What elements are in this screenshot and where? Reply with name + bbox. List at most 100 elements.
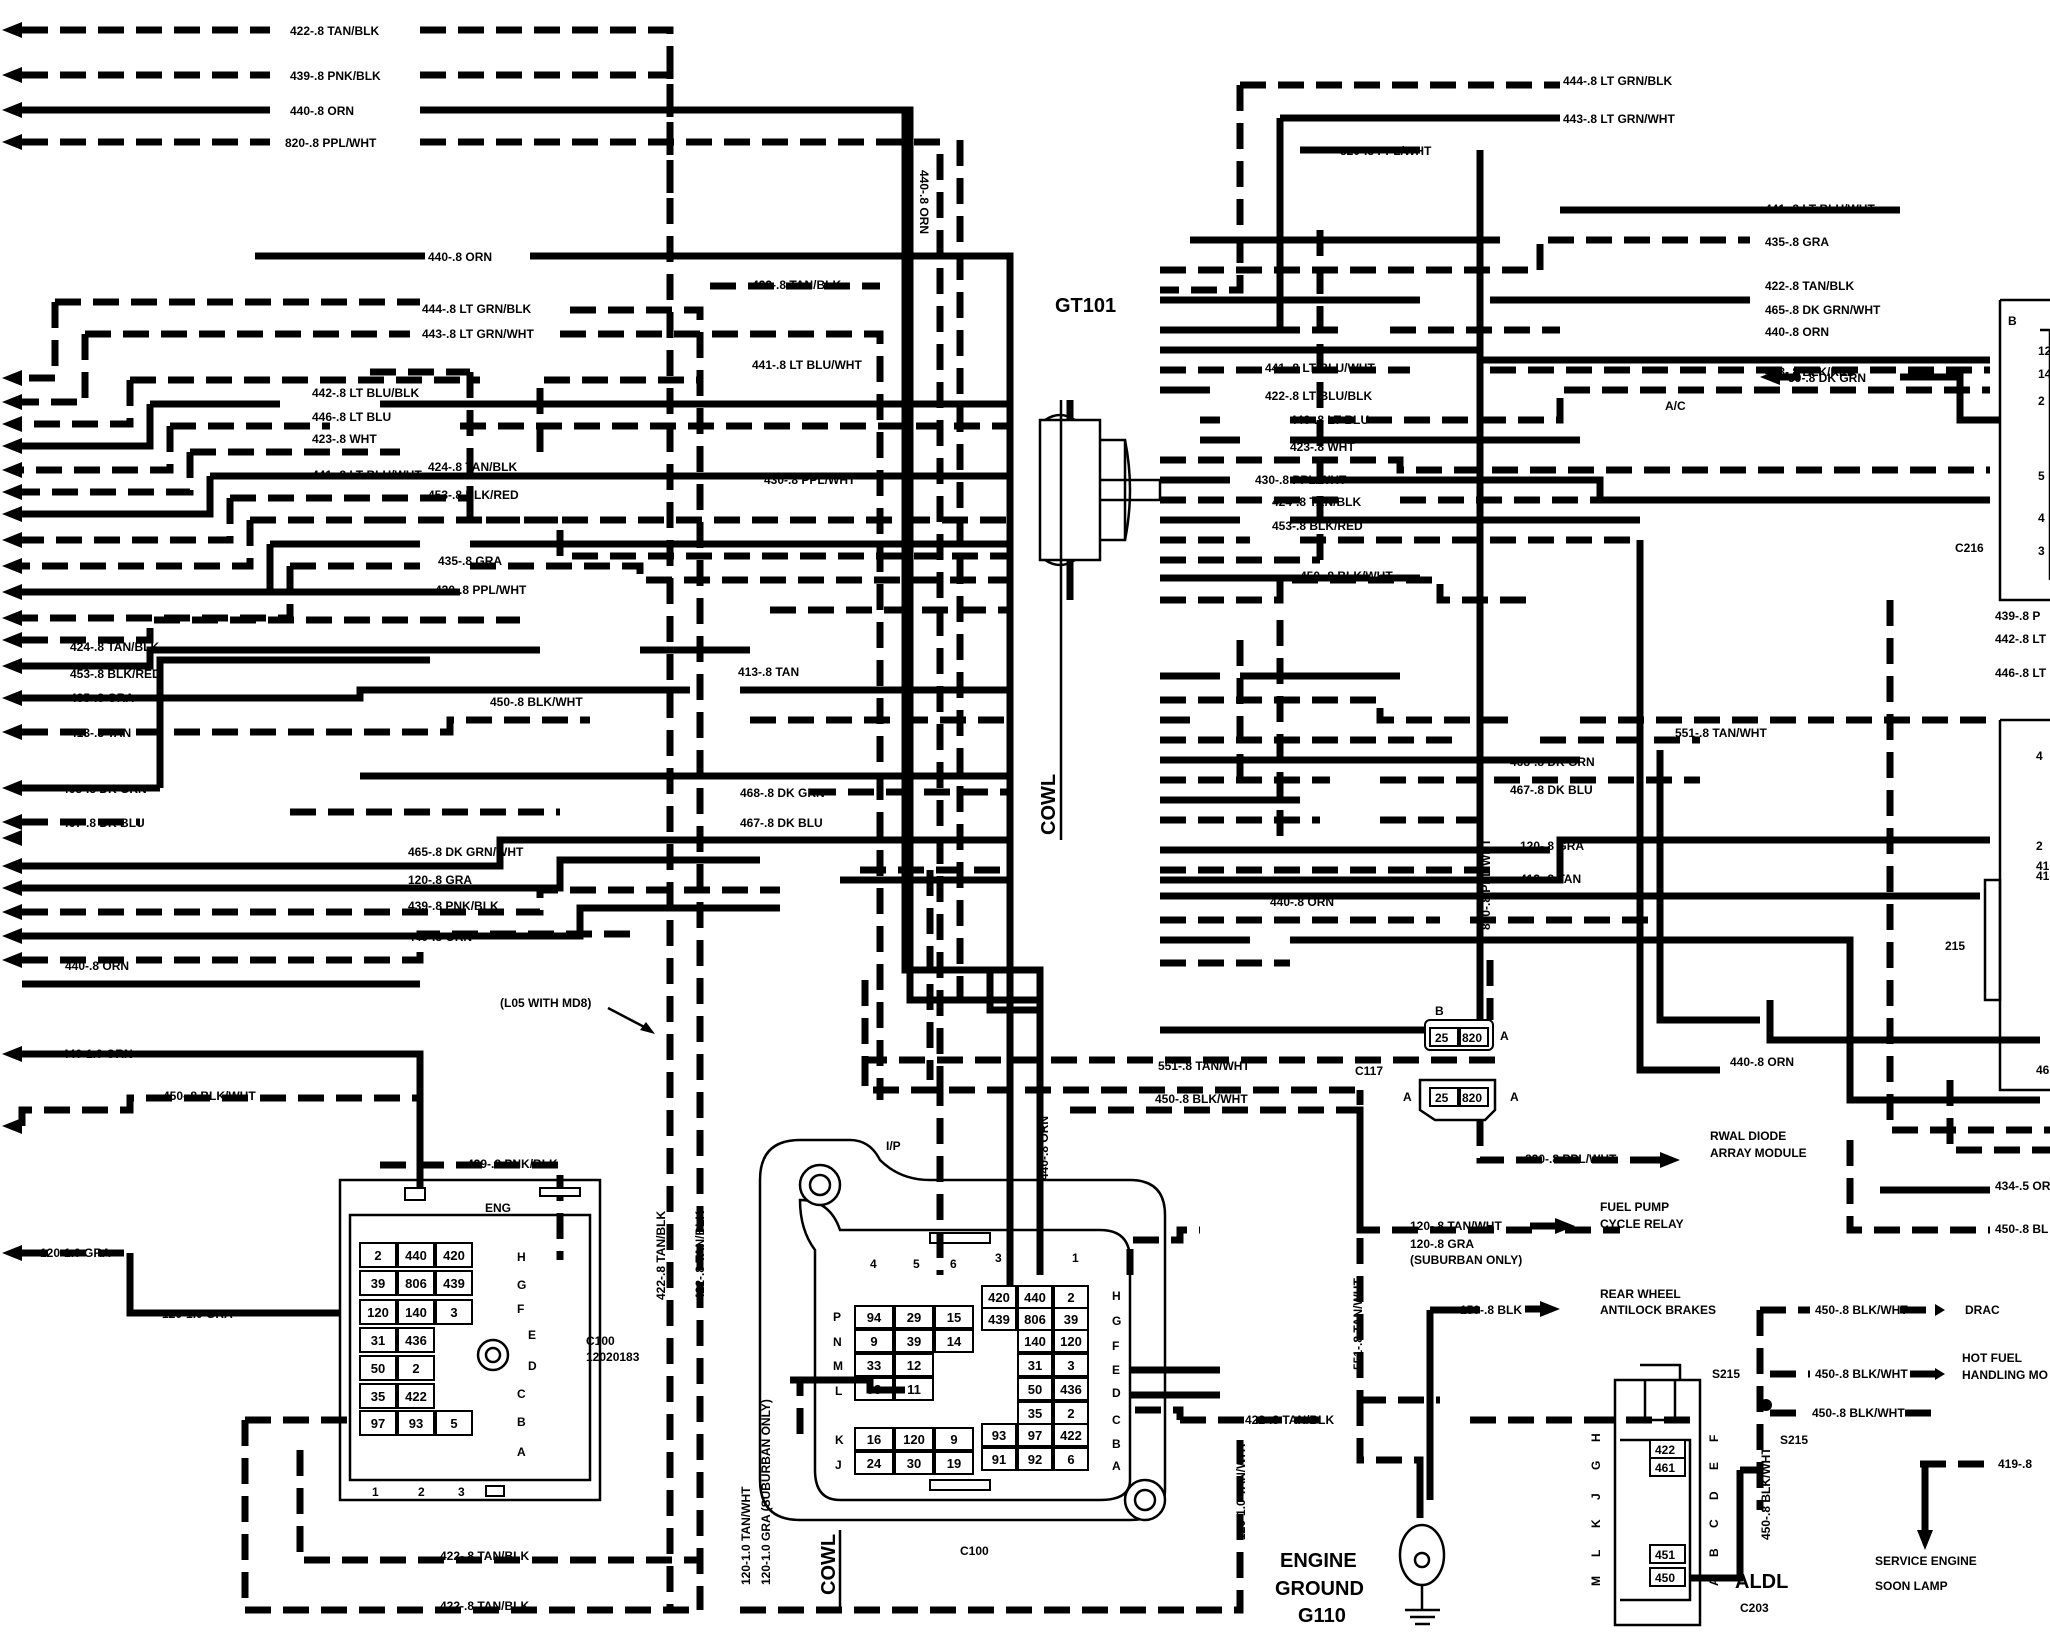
pin-number: 29 — [907, 1310, 921, 1325]
svg-text:150-.8 BLK: 150-.8 BLK — [1460, 1303, 1522, 1317]
pin-number: 35 — [1028, 1406, 1042, 1421]
pin-number: 97 — [371, 1416, 385, 1431]
svg-text:450-.8 BLK/WHT: 450-.8 BLK/WHT — [1812, 1406, 1905, 1420]
svg-text:ARRAY MODULE: ARRAY MODULE — [1710, 1146, 1807, 1160]
svg-text:14: 14 — [2038, 367, 2050, 381]
pin-number: 93 — [409, 1416, 423, 1431]
svg-text:430-.8 PPL/WHT: 430-.8 PPL/WHT — [1255, 473, 1347, 487]
svg-text:443-.8 LT GRN/WHT: 443-.8 LT GRN/WHT — [422, 327, 534, 341]
svg-text:422-.8 TAN/BLK: 422-.8 TAN/BLK — [693, 1211, 707, 1300]
svg-text:B: B — [1707, 1548, 1721, 1557]
svg-text:M: M — [833, 1359, 843, 1373]
pin-number: 97 — [1028, 1428, 1042, 1443]
pin-cell — [1017, 1353, 1053, 1377]
pin-cell — [854, 1329, 894, 1353]
pin-cell — [894, 1353, 934, 1377]
pin-number: 9 — [950, 1432, 957, 1447]
svg-text:S215: S215 — [1712, 1367, 1740, 1381]
svg-text:F: F — [517, 1302, 524, 1316]
svg-text:RWAL DIODE: RWAL DIODE — [1710, 1129, 1786, 1143]
svg-text:C216: C216 — [1955, 541, 1984, 555]
svg-text:ENG: ENG — [485, 1201, 511, 1215]
svg-text:46: 46 — [2036, 1063, 2050, 1077]
right-lower-wires: 434-.5 ORN 450-.8 BL — [1636, 540, 2050, 1236]
pin-number: 33 — [867, 1358, 881, 1373]
right-modules: 551-.8 TAN/WHT 450-.8 BLK/WHT 820-.8 PPL… — [861, 1059, 1807, 1500]
pin-cell — [397, 1383, 435, 1409]
svg-text:FUEL PUMP: FUEL PUMP — [1600, 1200, 1669, 1214]
svg-text:424-.8 TAN/BLK: 424-.8 TAN/BLK — [70, 640, 159, 654]
svg-text:12020183: 12020183 — [586, 1350, 640, 1364]
svg-text:441-.8 LT BLU/WHT: 441-.8 LT BLU/WHT — [1765, 202, 1875, 216]
svg-text:A: A — [517, 1445, 526, 1459]
svg-text:453-.8 BLK/RED: 453-.8 BLK/RED — [70, 667, 161, 681]
svg-text:59-.8 DK GRN: 59-.8 DK GRN — [1788, 371, 1866, 385]
svg-text:444-.8 LT GRN/BLK: 444-.8 LT GRN/BLK — [422, 302, 531, 316]
pin-cell — [435, 1299, 473, 1325]
pin-number: 422 — [405, 1389, 427, 1404]
svg-text:25: 25 — [1435, 1031, 1449, 1045]
svg-text:L: L — [1589, 1550, 1603, 1557]
svg-text:820-.8 PPL/WHT: 820-.8 PPL/WHT — [1525, 1152, 1617, 1166]
svg-text:(SUBURBAN ONLY): (SUBURBAN ONLY) — [1410, 1253, 1522, 1267]
svg-text:419-.8: 419-.8 — [1998, 1457, 2032, 1471]
right-bundle — [1160, 81, 1990, 1034]
svg-text:468-.8 DK GRN: 468-.8 DK GRN — [740, 786, 825, 800]
pin-cell — [981, 1447, 1017, 1471]
svg-text:H: H — [517, 1250, 526, 1264]
svg-text:A: A — [1112, 1459, 1121, 1473]
svg-text:465-.8 DK GRN/WHT: 465-.8 DK GRN/WHT — [408, 845, 524, 859]
pin-number: 39 — [907, 1334, 921, 1349]
svg-text:453-.8 BLK/RED: 453-.8 BLK/RED — [428, 488, 519, 502]
svg-text:SOON LAMP: SOON LAMP — [1875, 1579, 1948, 1593]
svg-text:461: 461 — [1655, 1461, 1675, 1475]
pin-cell — [435, 1242, 473, 1268]
svg-text:434-.5 ORN: 434-.5 ORN — [1995, 1179, 2050, 1193]
pin-cell — [1053, 1329, 1089, 1353]
pin-number: 9 — [870, 1334, 877, 1349]
svg-text:HOT FUEL: HOT FUEL — [1962, 1351, 2022, 1365]
svg-text:SERVICE ENGINE: SERVICE ENGINE — [1875, 1554, 1977, 1568]
svg-text:J: J — [835, 1458, 842, 1472]
svg-text:215: 215 — [1945, 939, 1965, 953]
pin-cell — [854, 1451, 894, 1475]
svg-text:N: N — [833, 1335, 842, 1349]
svg-text:G: G — [517, 1278, 526, 1292]
pin-cell — [359, 1242, 397, 1268]
svg-text:450-.8 BLK/WHT: 450-.8 BLK/WHT — [1759, 1447, 1773, 1540]
c203-aldl-connector: 422 461 451 450 H G J K L M F E D C B A … — [1589, 1363, 1808, 1627]
pin-number: 2 — [1067, 1290, 1074, 1305]
pin-cell — [359, 1270, 397, 1296]
svg-text:3: 3 — [2038, 544, 2045, 558]
svg-text:C: C — [1112, 1413, 1121, 1427]
pin-cell — [435, 1410, 473, 1436]
pin-number: 2 — [1067, 1406, 1074, 1421]
svg-text:442-.8 LT: 442-.8 LT — [1995, 632, 2047, 646]
svg-text:441-.8 LT BLU/WHT: 441-.8 LT BLU/WHT — [752, 358, 862, 372]
pin-cell — [894, 1329, 934, 1353]
pin-number: 50 — [371, 1361, 385, 1376]
pin-number: 436 — [405, 1333, 427, 1348]
svg-text:5: 5 — [2038, 469, 2045, 483]
pin-cell — [1053, 1447, 1089, 1471]
pin-number: 14 — [947, 1334, 962, 1349]
pin-number: 439 — [988, 1312, 1010, 1327]
svg-text:440-.8 ORN: 440-.8 ORN — [1037, 1116, 1051, 1180]
pin-cell — [894, 1451, 934, 1475]
svg-text:424-.8 TAN/BLK: 424-.8 TAN/BLK — [1272, 495, 1361, 509]
pin-number: 12 — [907, 1358, 921, 1373]
svg-text:465-.8 DK GRN/WHT: 465-.8 DK GRN/WHT — [1765, 303, 1881, 317]
svg-text:551-.8 TAN/WHT: 551-.8 TAN/WHT — [1158, 1059, 1250, 1073]
svg-text:423-.8 WHT: 423-.8 WHT — [312, 432, 377, 446]
svg-text:GT101: GT101 — [1055, 295, 1116, 317]
svg-text:413-.8 TAN: 413-.8 TAN — [738, 665, 799, 679]
svg-text:446-.8 LT BLU: 446-.8 LT BLU — [312, 410, 391, 424]
pin-number: 91 — [992, 1452, 1006, 1467]
svg-text:430-.8 PPL/WHT: 430-.8 PPL/WHT — [764, 473, 856, 487]
pin-number: 30 — [907, 1456, 921, 1471]
pin-cell — [934, 1427, 974, 1451]
left-bundle — [22, 376, 1010, 988]
svg-text:820-.8 PPL/WHT: 820-.8 PPL/WHT — [1479, 838, 1493, 930]
svg-text:440-.8 ORN: 440-.8 ORN — [917, 170, 931, 234]
svg-text:413-.8 TAN: 413-.8 TAN — [70, 726, 131, 740]
